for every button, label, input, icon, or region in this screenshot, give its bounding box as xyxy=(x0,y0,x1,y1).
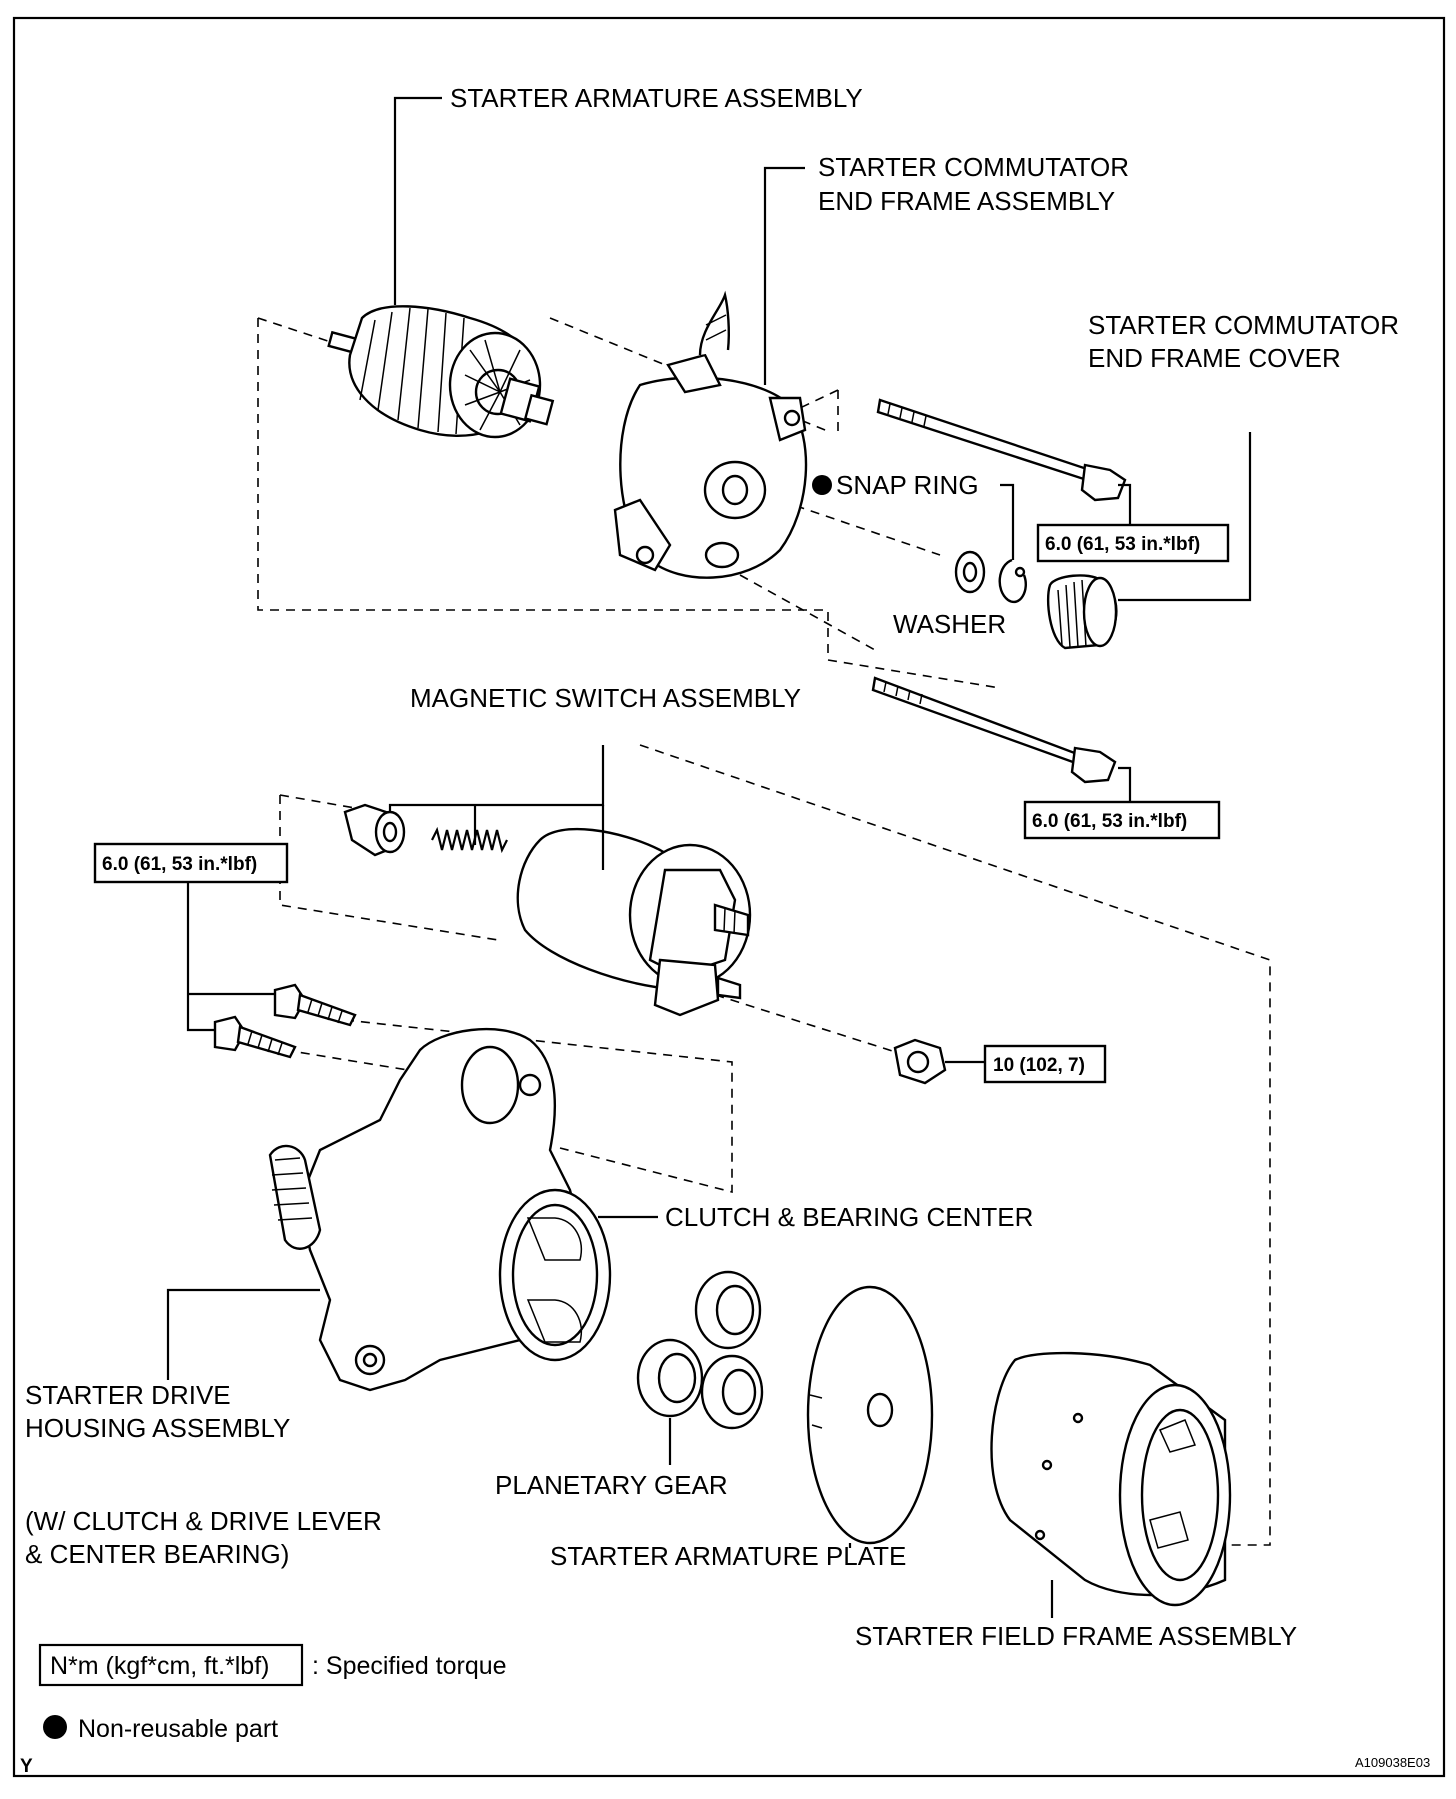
armature-assembly-part xyxy=(327,305,555,439)
torque-box-nut: 10 (102, 7) xyxy=(983,1044,1107,1084)
label-magnetic-switch: MAGNETIC SWITCH ASSEMBLY xyxy=(410,683,801,713)
label-snap-ring: SNAP RING xyxy=(836,470,979,500)
magnetic-switch-part xyxy=(516,827,752,1017)
torque-left-bolts-text: 6.0 (61, 53 in.*lbf) xyxy=(102,854,257,875)
planetary-gear-part-1 xyxy=(694,1270,762,1350)
upper-through-bolt-part xyxy=(876,398,1127,502)
drive-housing-part xyxy=(268,1027,612,1392)
armature-plate-part xyxy=(806,1285,934,1545)
lower-through-bolt-part xyxy=(871,676,1117,784)
torque-box-upper-bolt: 6.0 (61, 53 in.*lbf) xyxy=(1036,523,1230,563)
label-field-frame: STARTER FIELD FRAME ASSEMBLY xyxy=(855,1621,1297,1651)
torque-upper-bolt-text: 6.0 (61, 53 in.*lbf) xyxy=(1045,534,1200,555)
label-armature-plate: STARTER ARMATURE PLATE xyxy=(550,1541,906,1571)
label-drive-note-line2: & CENTER BEARING) xyxy=(25,1539,289,1569)
label-drive-housing-line1: STARTER DRIVE xyxy=(25,1380,231,1410)
end-frame-cover-part xyxy=(1046,574,1118,650)
washer-part xyxy=(954,550,986,594)
nonreusable-marker-snap-ring xyxy=(812,475,832,495)
commutator-end-frame-part xyxy=(613,290,808,579)
field-frame-part xyxy=(990,1351,1232,1607)
diagram-border xyxy=(12,16,1446,1778)
label-commutator-frame-line1: STARTER COMMUTATOR xyxy=(818,152,1129,182)
planetary-gear-part-2 xyxy=(636,1338,704,1418)
housing-bolt-upper-part xyxy=(273,983,357,1027)
plunger-part xyxy=(343,803,406,857)
housing-bolt-lower-part xyxy=(213,1015,297,1059)
corner-mark-left: Y xyxy=(20,1756,33,1777)
torque-box-left-bolts: 6.0 (61, 53 in.*lbf) xyxy=(93,842,289,884)
terminal-nut-part xyxy=(893,1038,947,1085)
label-clutch-bearing-center: CLUTCH & BEARING CENTER xyxy=(665,1202,1033,1232)
legend-nonreusable-desc: Non-reusable part xyxy=(78,1715,278,1743)
legend-torque-unit: N*m (kgf*cm, ft.*lbf) xyxy=(50,1652,269,1680)
planetary-gear-part-3 xyxy=(700,1354,764,1430)
spring-part xyxy=(431,826,508,854)
legend: N*m (kgf*cm, ft.*lbf) : Specified torque… xyxy=(38,1643,507,1743)
legend-nonreusable-dot xyxy=(43,1715,67,1739)
label-commutator-cover-line2: END FRAME COVER xyxy=(1088,343,1341,373)
snap-ring-part xyxy=(998,558,1027,604)
torque-box-lower-bolt: 6.0 (61, 53 in.*lbf) xyxy=(1023,800,1221,840)
label-armature-assembly: STARTER ARMATURE ASSEMBLY xyxy=(450,83,863,113)
label-washer: WASHER xyxy=(893,609,1006,639)
torque-lower-bolt-text: 6.0 (61, 53 in.*lbf) xyxy=(1032,811,1187,832)
label-commutator-frame-line2: END FRAME ASSEMBLY xyxy=(818,186,1115,216)
label-drive-note-line1: (W/ CLUTCH & DRIVE LEVER xyxy=(25,1506,382,1536)
leader-lines xyxy=(166,96,1252,1618)
torque-nut-text: 10 (102, 7) xyxy=(993,1055,1085,1076)
legend-torque-box xyxy=(38,1643,304,1687)
label-drive-housing-line2: HOUSING ASSEMBLY xyxy=(25,1413,290,1443)
label-commutator-cover-line1: STARTER COMMUTATOR xyxy=(1088,310,1399,340)
legend-torque-desc: : Specified torque xyxy=(312,1652,507,1680)
figure-code: A109038E03 xyxy=(1355,1755,1430,1770)
label-planetary-gear: PLANETARY GEAR xyxy=(495,1470,728,1500)
